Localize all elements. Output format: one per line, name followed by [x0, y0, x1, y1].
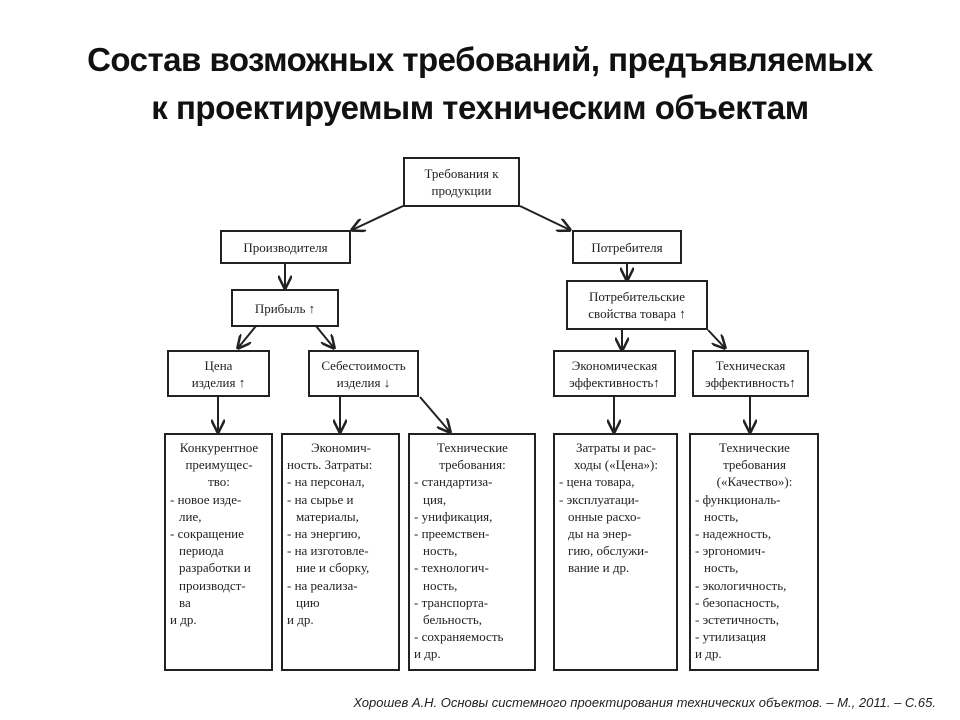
leaf-list-line: онные расхо- [568, 508, 641, 524]
leaf-header-line: Затраты и рас- [576, 440, 656, 455]
leaf-economy-costs: Экономич-ность. Затраты:- на персонал,- … [281, 433, 400, 671]
leaf-list-line: - унификация, [414, 508, 493, 524]
leaf-list-line: - технологич- [414, 560, 489, 576]
leaf-list-line: производст- [179, 577, 246, 593]
leaf-list-line: - на персонал, [287, 474, 365, 490]
leaf-list-line: - транспорта- [414, 594, 489, 610]
leaf-header-line: («Качество»): [716, 474, 793, 490]
arrow-profit-cost [315, 325, 334, 348]
leaf-list-line: ность, [423, 543, 458, 559]
cost-node-line-1: Себестоимость [321, 357, 406, 373]
root-node-line-2: продукции [431, 183, 492, 198]
leaf-list-line: и др. [287, 612, 314, 628]
title-line-1: Состав возможных требований, предъявляем… [87, 41, 873, 78]
profit-node-label: Прибыль ↑ [254, 300, 316, 316]
leaf-list-line: и др. [695, 646, 722, 662]
leaf-list-line: - безопасность, [695, 594, 780, 610]
leaf-list-line: - эргономич- [695, 543, 766, 559]
leaf-list-line: - на изготовле- [287, 543, 369, 559]
leaf-list-line: - эстетичность, [695, 612, 779, 628]
technical-efficiency-node: Техническая эффективность↑ [692, 350, 809, 397]
cost-node: Себестоимость изделия ↓ [308, 350, 419, 397]
root-node: Требования к продукции [403, 157, 520, 207]
arrow-profit-price [238, 325, 257, 348]
leaf-list-line: лие, [179, 508, 202, 524]
leaf-list-line: - стандартиза- [414, 474, 493, 490]
consumer-properties-node: Потребительские свойства товара ↑ [566, 280, 708, 330]
arrow-cost-leaf3 [419, 396, 450, 432]
leaf-list-line: ды на энер- [568, 526, 632, 542]
leaf-list-line: цию [296, 594, 320, 610]
leaf-list-line: и др. [414, 646, 441, 662]
leaf-list-line: ция, [423, 491, 447, 507]
technical-efficiency-line-1: Техническая [715, 357, 786, 373]
leaf-list-line: ность, [423, 577, 458, 593]
profit-node: Прибыль ↑ [231, 289, 339, 327]
arrow-root-producer [352, 205, 404, 230]
economic-efficiency-line-1: Экономическая [571, 357, 658, 373]
leaf-list-line: - цена товара, [559, 474, 635, 490]
citation: Хорошев А.Н. Основы системного проектиро… [353, 695, 936, 710]
cost-node-line-2: изделия ↓ [336, 374, 391, 390]
producer-node-label: Производителя [243, 239, 328, 255]
arrow-props-tech [707, 329, 725, 348]
leaf-header-line: Технические [719, 440, 790, 455]
leaf-technical-quality: Технические требования(«Качество»):- функ… [689, 433, 819, 671]
slide-title: Состав возможных требований, предъявляем… [0, 36, 960, 132]
leaf-list-line: ность. Затраты: [287, 457, 373, 473]
leaf-list-line: ность, [704, 560, 739, 576]
leaf-list-line: - на энергию, [287, 526, 361, 542]
leaf-list-line: и др. [170, 612, 197, 628]
leaf-list-line: материалы, [296, 508, 359, 524]
technical-efficiency-line-2: эффективность↑ [705, 374, 796, 390]
leaf-list-line: - на сырье и [287, 491, 354, 507]
leaf-list-line: - утилизация [695, 629, 766, 645]
leaf-header-line: ходы («Цена»): [574, 457, 658, 473]
price-node: Цена изделия ↑ [167, 350, 270, 397]
leaf-list-line: ние и сборку, [296, 560, 370, 576]
consumer-properties-line-2: свойства товара ↑ [588, 306, 686, 321]
leaf-list-line: - новое изде- [170, 491, 242, 507]
leaf-list-line: - преемствен- [414, 526, 490, 542]
leaf-header-line: Экономич- [311, 440, 371, 455]
leaf-list-line: гию, обслужи- [568, 543, 649, 559]
price-node-line-2: изделия ↑ [191, 374, 246, 390]
consumer-properties-line-1: Потребительские [588, 289, 686, 304]
leaf-header-line: тво: [208, 474, 230, 490]
leaf-list-line: - надежность, [695, 526, 772, 542]
leaf-list-line: - на реализа- [287, 577, 358, 593]
title-line-2: к проектируемым техническим объектам [151, 89, 809, 126]
leaf-header-line: преимущес- [185, 457, 253, 473]
leaf-list-line: вание и др. [568, 560, 630, 576]
leaf-header-line: Технические [437, 440, 508, 455]
root-node-line-1: Требования к [424, 166, 499, 181]
economic-efficiency-line-2: эффективность↑ [569, 374, 660, 390]
leaf-list-line: - сокращение [170, 526, 244, 542]
leaf-list-line: периода [179, 543, 224, 559]
consumer-node: Потребителя [572, 230, 682, 264]
leaf-list-line: - экологичность, [695, 577, 787, 593]
leaf-list-line: - функциональ- [695, 491, 781, 507]
producer-node: Производителя [220, 230, 351, 264]
price-node-line-1: Цена [204, 357, 233, 373]
consumer-node-label: Потребителя [591, 239, 663, 255]
leaf-header-line: требования [723, 457, 786, 473]
leaf-competitive-advantage: Конкурентное преимущес-тво:- новое изде-л… [164, 433, 273, 671]
arrow-root-consumer [519, 205, 570, 230]
economic-efficiency-node: Экономическая эффективность↑ [553, 350, 676, 397]
leaf-list-line: - сохраняемость [414, 629, 504, 645]
leaf-list-line: ва [179, 594, 191, 610]
leaf-header-line: требования: [439, 457, 506, 473]
leaf-list-line: бельность, [423, 612, 483, 628]
leaf-technical-requirements: Технические требования:- стандартиза-ция,… [408, 433, 536, 671]
leaf-list-line: ность, [704, 508, 739, 524]
leaf-list-line: разработки и [179, 560, 251, 576]
leaf-costs-price: Затраты и рас-ходы («Цена»):- цена товар… [553, 433, 678, 671]
leaf-header-line: Конкурентное [179, 440, 259, 455]
leaf-list-line: - эксплуатаци- [559, 491, 639, 507]
